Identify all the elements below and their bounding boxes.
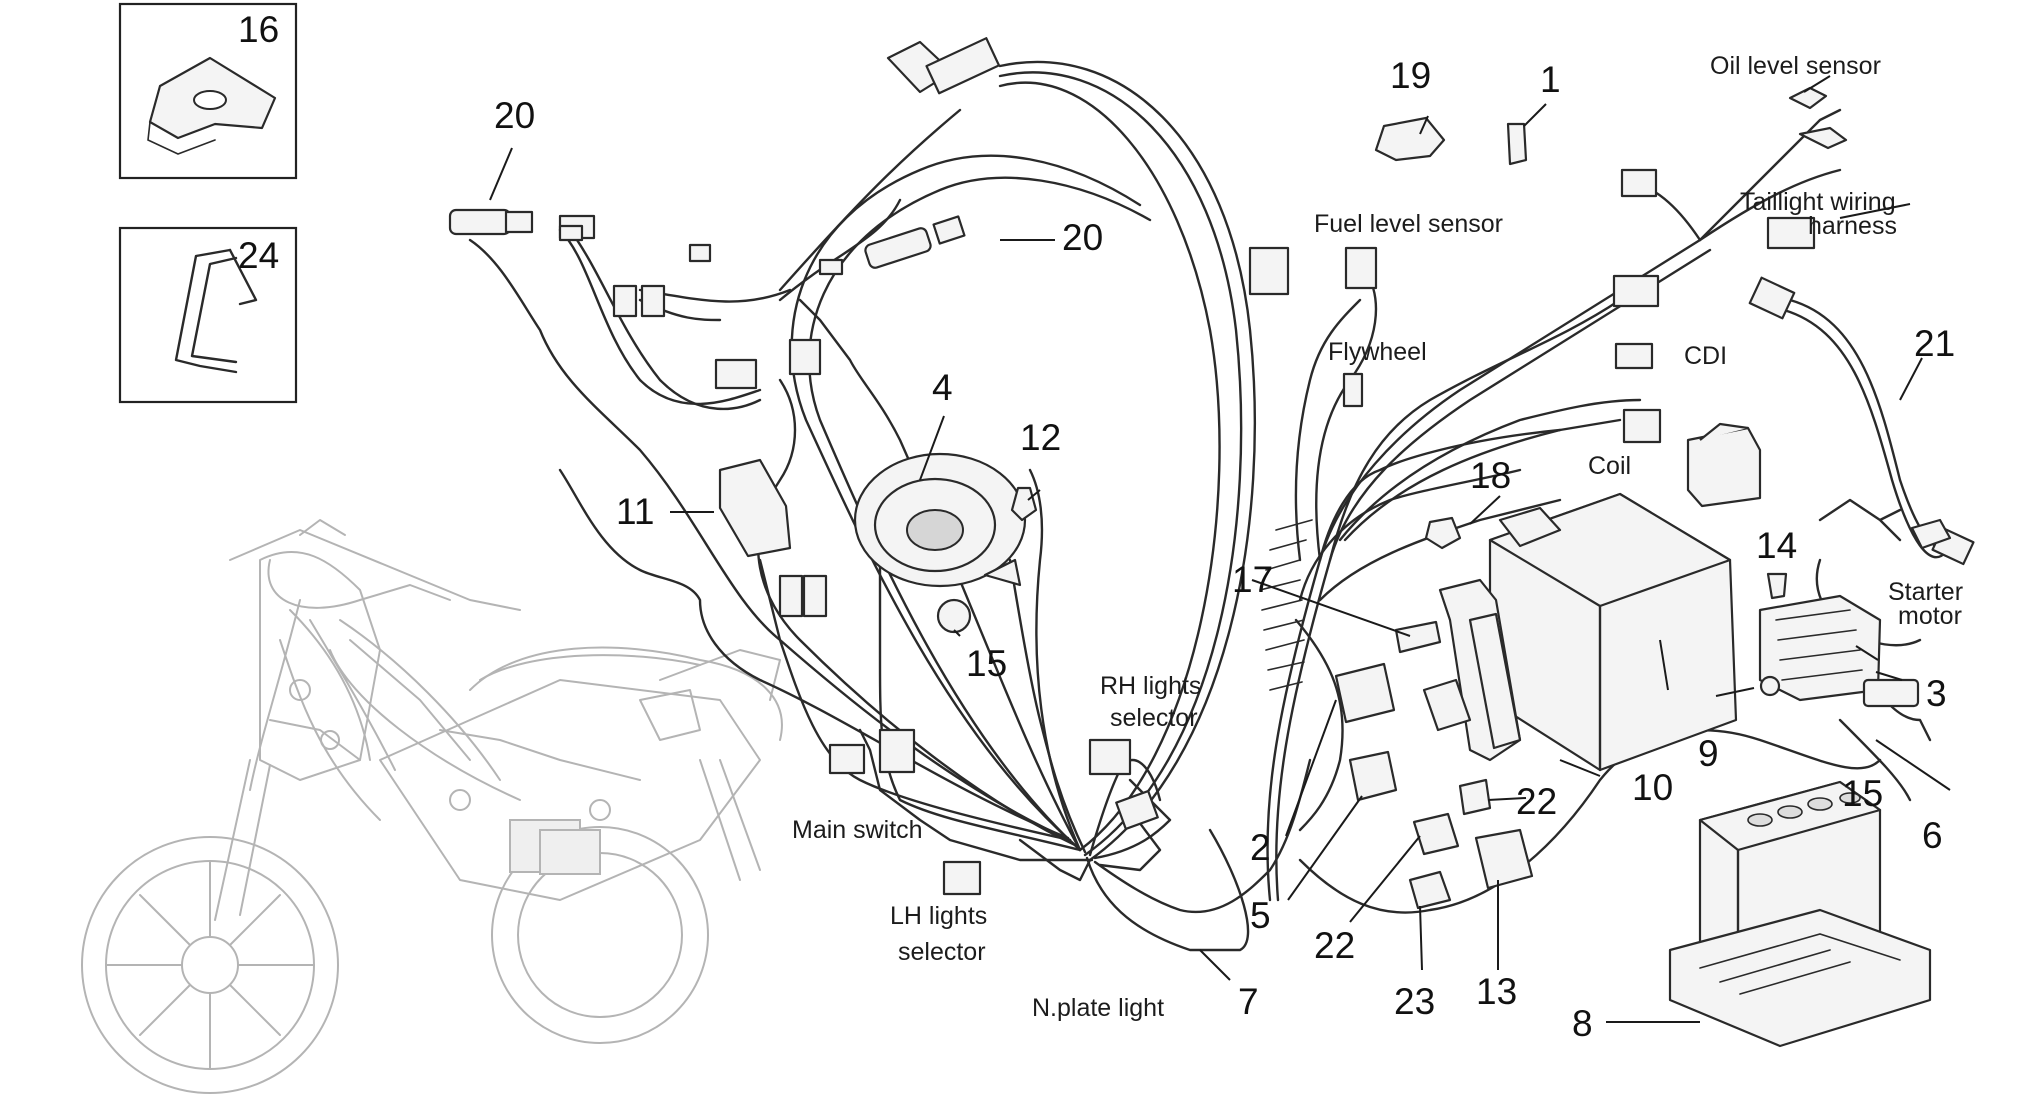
label-lh-lights-line1: LH lights xyxy=(890,902,987,930)
callout-15-right: 15 xyxy=(1842,773,1883,814)
leader-lines xyxy=(489,75,1951,1023)
callout-15-left: 15 xyxy=(966,643,1007,684)
stop-light-switch-20b xyxy=(864,215,966,269)
label-taillight-line1: Taillight wiring xyxy=(1740,188,1896,216)
inset-part-16 xyxy=(118,2,298,180)
scooter-outline-illustration xyxy=(81,519,783,1094)
callout-7: 7 xyxy=(1238,981,1259,1022)
callout-17: 17 xyxy=(1232,559,1273,600)
label-starter-line2: motor xyxy=(1898,602,1962,630)
callout-14: 14 xyxy=(1756,525,1797,566)
cdi-unit xyxy=(1686,422,1762,508)
callout-20-right: 20 xyxy=(1062,217,1103,258)
callout-24: 24 xyxy=(238,235,279,276)
callout-19: 19 xyxy=(1390,55,1431,96)
wiring-harness xyxy=(468,60,1952,952)
nut-15-right xyxy=(1759,675,1781,697)
callout-22-top: 22 xyxy=(1516,781,1557,822)
fuse-holder-22 xyxy=(1412,812,1460,856)
label-lh-lights-line2: selector xyxy=(898,938,986,966)
callout-11: 11 xyxy=(616,491,654,532)
callout-10: 10 xyxy=(1632,767,1673,808)
callout-23: 23 xyxy=(1394,981,1435,1022)
fuse-holder-23 xyxy=(1408,870,1452,910)
nut-18 xyxy=(1424,516,1462,550)
stop-light-switch-20 xyxy=(448,208,584,242)
starter-motor-plug xyxy=(1910,518,1952,550)
callout-9: 9 xyxy=(1698,733,1719,774)
horn-4 xyxy=(853,452,1027,588)
callout-1: 1 xyxy=(1540,59,1561,100)
component-labels: Oil level sensor Taillight wiring harnes… xyxy=(792,52,1963,1022)
battery-housing-9 xyxy=(1488,492,1738,772)
label-nplate-light: N.plate light xyxy=(1032,994,1164,1022)
label-rh-lights-line1: RH lights xyxy=(1100,672,1201,700)
label-rh-lights-line2: selector xyxy=(1110,704,1198,732)
callout-21: 21 xyxy=(1914,323,1955,364)
screw-14 xyxy=(1766,572,1788,600)
relay-13 xyxy=(1474,828,1534,890)
screw-17 xyxy=(1394,620,1442,654)
callout-3: 3 xyxy=(1926,673,1947,714)
label-starter-line1: Starter xyxy=(1888,578,1963,606)
callout-18: 18 xyxy=(1470,455,1511,496)
fuse-22-top xyxy=(1458,778,1492,816)
callout-5: 5 xyxy=(1250,895,1271,936)
callout-numbers: 16 24 20 20 4 12 11 15 19 1 21 18 17 14 … xyxy=(238,9,1955,1044)
callout-16: 16 xyxy=(238,9,279,50)
label-cdi: CDI xyxy=(1684,342,1727,370)
fuse-1 xyxy=(1506,122,1528,166)
battery-tray-8 xyxy=(1668,908,1932,1048)
label-coil: Coil xyxy=(1588,452,1631,480)
callout-4: 4 xyxy=(932,367,953,408)
callout-22-bottom: 22 xyxy=(1314,925,1355,966)
callout-13: 13 xyxy=(1476,971,1517,1012)
voltage-regulator-3 xyxy=(1758,594,1920,708)
label-taillight-line2: harness xyxy=(1808,212,1897,240)
callout-6: 6 xyxy=(1922,815,1943,856)
callout-12: 12 xyxy=(1020,417,1061,458)
flasher-relay-11 xyxy=(718,458,792,558)
callout-20-left: 20 xyxy=(494,95,535,136)
harness-connectors xyxy=(558,37,1975,896)
label-main-switch: Main switch xyxy=(792,816,923,844)
nut-15-left xyxy=(936,598,972,634)
inset-part-24 xyxy=(118,226,298,404)
ignition-coil-10 xyxy=(1422,578,1522,762)
relay-5 xyxy=(1348,750,1398,802)
label-flywheel: Flywheel xyxy=(1328,338,1427,366)
screw-12 xyxy=(1010,486,1038,522)
label-fuel-level-sensor: Fuel level sensor xyxy=(1314,210,1503,238)
fuel-level-sensor-19 xyxy=(1374,116,1446,162)
relay-2 xyxy=(1334,662,1396,724)
label-oil-level-sensor: Oil level sensor xyxy=(1710,52,1881,80)
callout-2: 2 xyxy=(1250,827,1271,868)
callout-8: 8 xyxy=(1572,1003,1593,1044)
